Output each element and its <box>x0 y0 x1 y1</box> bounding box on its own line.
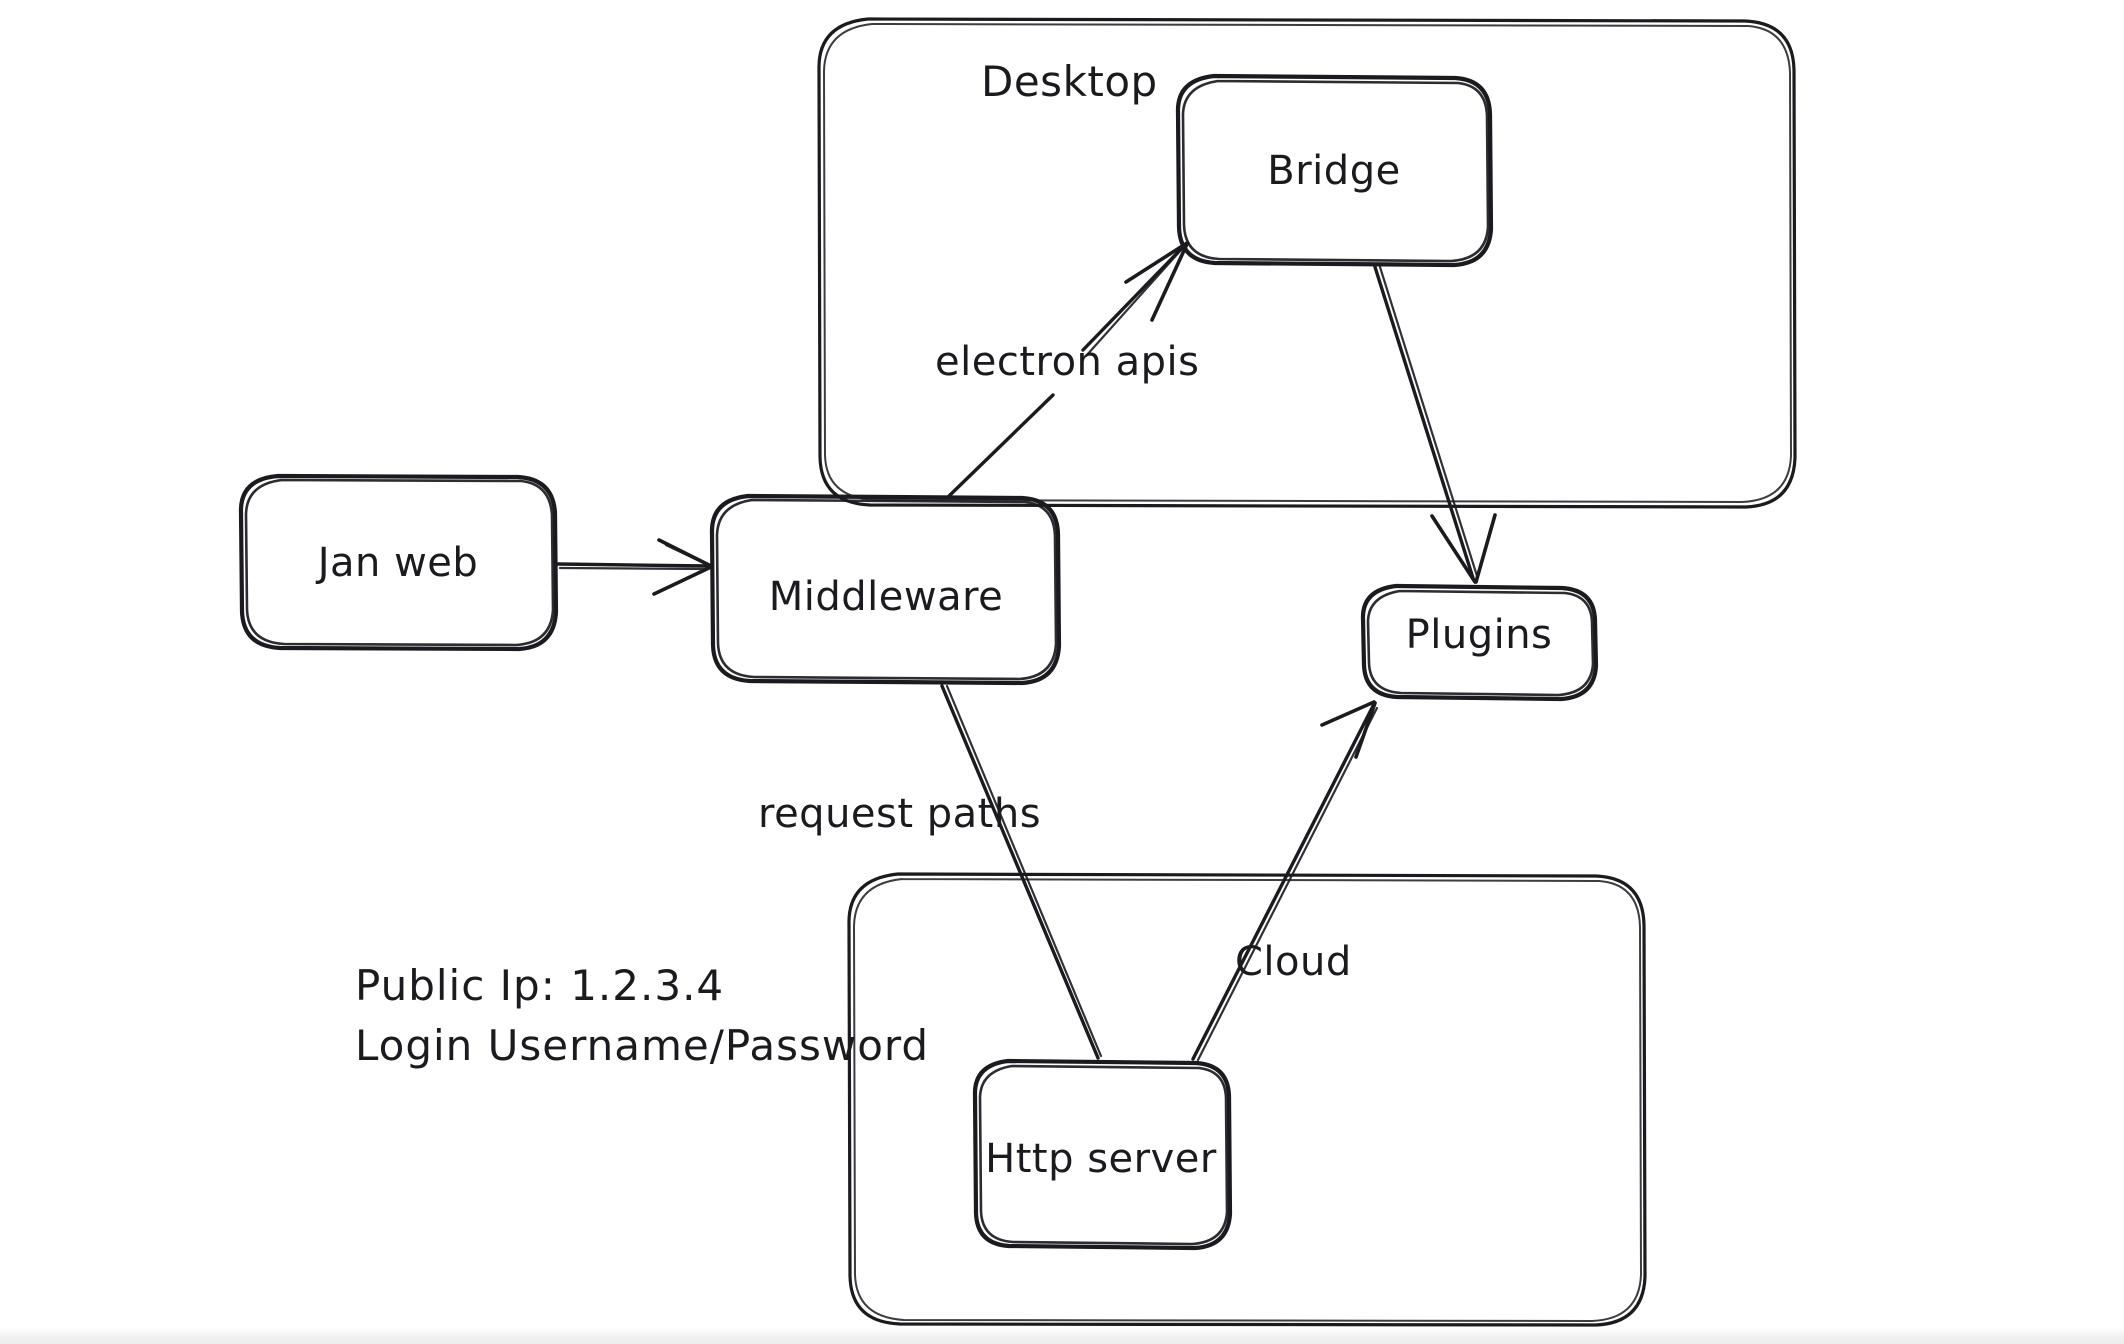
middleware-to-bridge-line-lower <box>947 393 1055 498</box>
bridge-to-plugins-line <box>1373 265 1475 580</box>
http-server-to-plugins-arrowhead-left <box>1320 700 1376 727</box>
bridge-to-plugins-arrowhead-left <box>1430 514 1477 584</box>
http-server-to-plugins-arrowhead-right <box>1354 701 1377 759</box>
middleware-to-bridge-label: electron apis <box>935 339 1199 385</box>
bridge-to-plugins-arrowhead-right <box>1474 513 1497 584</box>
edge-jan-web-to-middleware[interactable] <box>556 538 713 596</box>
jan-web-label: Jan web <box>315 540 479 586</box>
jan-web-outline <box>238 473 559 652</box>
middleware-outline-sketch <box>715 498 1058 681</box>
login-credentials-note: Login Username/Password <box>355 1021 929 1070</box>
http-server-to-plugins-line-sketch <box>1196 706 1379 1062</box>
middleware-to-bridge-arrowhead-upper <box>1124 241 1189 284</box>
public-ip-note: Public Ip: 1.2.3.4 <box>355 961 724 1010</box>
node-jan-web[interactable]: Jan web <box>238 473 559 652</box>
jan-web-to-middleware-line-sketch <box>558 566 708 571</box>
jan-web-outline-sketch <box>244 478 555 647</box>
http-server-outline <box>972 1058 1233 1251</box>
middleware-to-bridge-line-upper-sketch <box>1084 248 1183 358</box>
node-middleware[interactable]: Middleware <box>709 493 1062 686</box>
http-server-outline-sketch <box>978 1064 1229 1246</box>
middleware-to-http-server-line <box>940 684 1100 1060</box>
plugins-outline-sketch <box>1366 589 1595 697</box>
jan-web-to-middleware-line <box>556 562 710 568</box>
group-cloud[interactable]: Cloud <box>847 872 1647 1327</box>
desktop-group-outline-sketch <box>823 23 1792 503</box>
node-plugins[interactable]: Plugins <box>1360 583 1599 702</box>
cloud-group-outline-sketch <box>853 878 1642 1322</box>
jan-web-to-middleware-arrowhead-bottom <box>652 565 713 596</box>
bridge-outline-sketch <box>1181 79 1490 263</box>
middleware-outline <box>709 493 1062 686</box>
plugins-outline <box>1360 583 1599 702</box>
edge-http-server-to-plugins[interactable] <box>1191 700 1379 1062</box>
node-bridge[interactable]: Bridge <box>1175 73 1494 268</box>
bridge-to-plugins-line-sketch <box>1378 265 1479 578</box>
edge-middleware-to-bridge[interactable]: electron apis <box>935 241 1199 498</box>
node-http-server[interactable]: Http server <box>972 1058 1233 1251</box>
bridge-outline <box>1175 73 1494 268</box>
middleware-to-bridge-arrowhead-lower <box>1150 242 1189 322</box>
cloud-group-outline <box>847 872 1647 1327</box>
cloud-group-label: Cloud <box>1235 939 1352 985</box>
desktop-group-outline <box>817 17 1797 509</box>
http-server-label: Http server <box>985 1136 1217 1182</box>
middleware-label: Middleware <box>769 574 1004 620</box>
middleware-to-http-server-line-sketch <box>945 684 1103 1058</box>
plugins-label: Plugins <box>1406 612 1553 658</box>
edge-middleware-to-http-server[interactable]: request paths <box>758 684 1103 1060</box>
canvas-bottom-edge <box>0 1328 2124 1344</box>
bridge-label: Bridge <box>1267 148 1400 194</box>
http-server-to-plugins-line <box>1191 704 1375 1061</box>
edge-bridge-to-plugins[interactable] <box>1373 265 1497 584</box>
middleware-to-http-server-label: request paths <box>758 791 1041 837</box>
jan-web-to-middleware-arrowhead-extra <box>664 543 712 568</box>
middleware-to-bridge-line-upper <box>1081 244 1186 352</box>
desktop-group-label: Desktop <box>981 57 1158 106</box>
connection-note: Public Ip: 1.2.3.4 Login Username/Passwo… <box>355 961 929 1070</box>
group-desktop[interactable]: Desktop <box>817 17 1797 509</box>
